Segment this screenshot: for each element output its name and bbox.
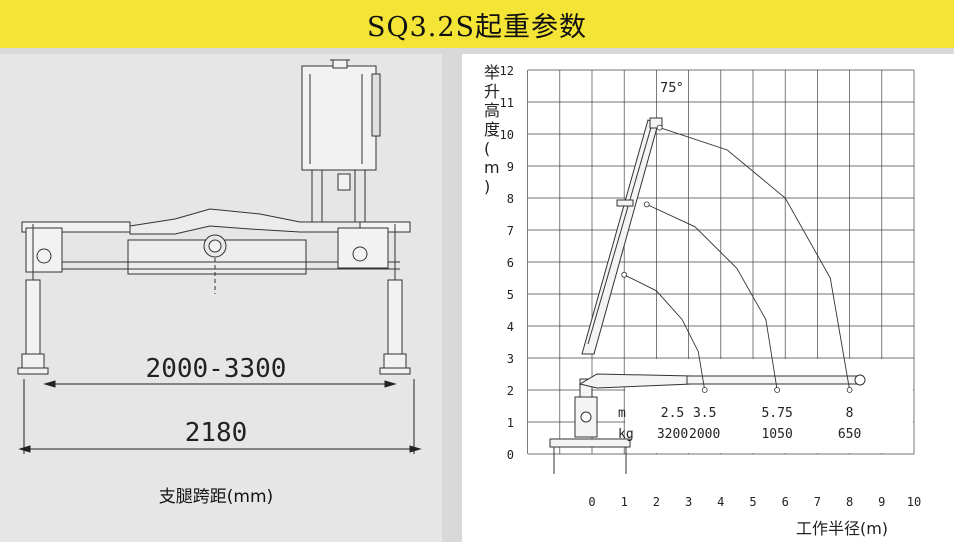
- load-curves: [621, 124, 853, 393]
- y-tick-label: 0: [507, 448, 514, 462]
- curve-point: [774, 387, 781, 393]
- x-tick-label: 3: [685, 495, 692, 509]
- table-load-value: 1050: [761, 427, 792, 442]
- y-tick-label: 9: [507, 160, 514, 174]
- lower-region: [625, 359, 913, 453]
- curve-point: [846, 387, 853, 393]
- y-tick-label: 8: [507, 192, 514, 206]
- y-tick-label: 1: [507, 416, 514, 430]
- table-load-value: 650: [838, 427, 861, 442]
- y-axis-label: 举升高度(m): [484, 63, 500, 196]
- x-tick-label: 2: [653, 495, 660, 509]
- outrigger-leg-left: [25, 279, 41, 355]
- page-title: SQ3.2S起重参数: [366, 11, 588, 43]
- x-tick-label: 1: [621, 495, 628, 509]
- y-tick-label: 12: [500, 64, 514, 78]
- x-axis-label: 工作半径(m): [796, 519, 888, 538]
- load-curve-1: [646, 203, 778, 391]
- y-tick-label: 7: [507, 224, 514, 238]
- x-tick-label: 8: [846, 495, 853, 509]
- outrigger-drawing: 2000-3300 2180 支腿跨距(mm): [17, 59, 422, 507]
- curve-point: [701, 387, 708, 393]
- x-tick-label: 10: [907, 495, 921, 509]
- x-tick-label: 4: [717, 495, 724, 509]
- curve-point: [621, 271, 628, 278]
- inner-span-label: 2000-3300: [146, 354, 287, 384]
- crane-boom-retracted: [686, 375, 863, 385]
- y-tick-label: 6: [507, 256, 514, 270]
- crane-drawing: [549, 117, 866, 474]
- row-label-load: kg: [618, 427, 634, 442]
- outrigger-drawing-panel: 2000-3300 2180 支腿跨距(mm): [0, 54, 442, 542]
- x-tick-label: 0: [588, 495, 595, 509]
- table-radius-value: 3.5: [693, 406, 716, 421]
- hydraulic-tank: [301, 65, 377, 171]
- boom-angle-label: 75°: [660, 81, 683, 96]
- x-tick-label: 9: [878, 495, 885, 509]
- table-load-value: 3200: [657, 427, 688, 442]
- outrigger-leg-right: [387, 279, 403, 355]
- y-axis-label-text: 举升高度(m): [484, 63, 500, 196]
- x-tick-label: 6: [782, 495, 789, 509]
- table-load-value: 2000: [689, 427, 720, 442]
- curve-point: [643, 201, 650, 208]
- y-tick-label: 4: [507, 320, 514, 334]
- load-table: m kg 2.5 3200 3.5 2000 5.75 1050 8 650: [618, 406, 861, 442]
- row-label-radius: m: [618, 406, 626, 421]
- y-tick-label: 10: [500, 128, 514, 142]
- outrigger-caption: 支腿跨距(mm): [159, 487, 273, 507]
- table-radius-value: 5.75: [761, 406, 792, 421]
- x-tick-label: 5: [749, 495, 756, 509]
- outer-span-label: 2180: [185, 418, 248, 448]
- header-bar: SQ3.2S起重参数: [0, 0, 954, 48]
- table-radius-value: 8: [846, 406, 854, 421]
- load-curve-0: [623, 274, 706, 391]
- y-tick-label: 2: [507, 384, 514, 398]
- table-radius-value: 2.5: [661, 406, 684, 421]
- load-curve-2: [659, 127, 851, 391]
- y-tick-label: 11: [500, 96, 514, 110]
- curve-point: [656, 124, 663, 131]
- x-tick-label: 7: [814, 495, 821, 509]
- y-tick-label: 5: [507, 288, 514, 302]
- chart-grid: [527, 69, 915, 455]
- y-tick-label: 3: [507, 352, 514, 366]
